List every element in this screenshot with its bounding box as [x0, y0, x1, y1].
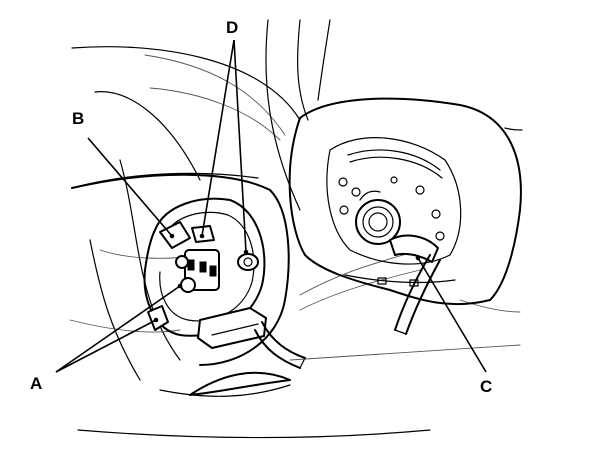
label-c: C [480, 377, 492, 396]
fender-bottom [159, 371, 291, 397]
side-panel [71, 173, 290, 366]
wire-harness-right [394, 254, 441, 335]
label-d: D [226, 18, 238, 37]
wire-harness-left [254, 321, 306, 369]
leader-arrowheads [153, 233, 421, 323]
label-a: A [30, 374, 42, 393]
leader-a-top [55, 285, 181, 373]
leader-b [87, 137, 173, 237]
leader-d-right [233, 39, 247, 253]
socket-assembly [143, 197, 267, 349]
leader-d-left [201, 39, 235, 237]
body-panel-lines [69, 19, 523, 439]
leader-c [417, 257, 487, 373]
headlight-housing [288, 97, 522, 306]
leader-lines [55, 39, 487, 373]
label-b: B [72, 109, 84, 128]
leader-a-bottom [55, 319, 157, 373]
